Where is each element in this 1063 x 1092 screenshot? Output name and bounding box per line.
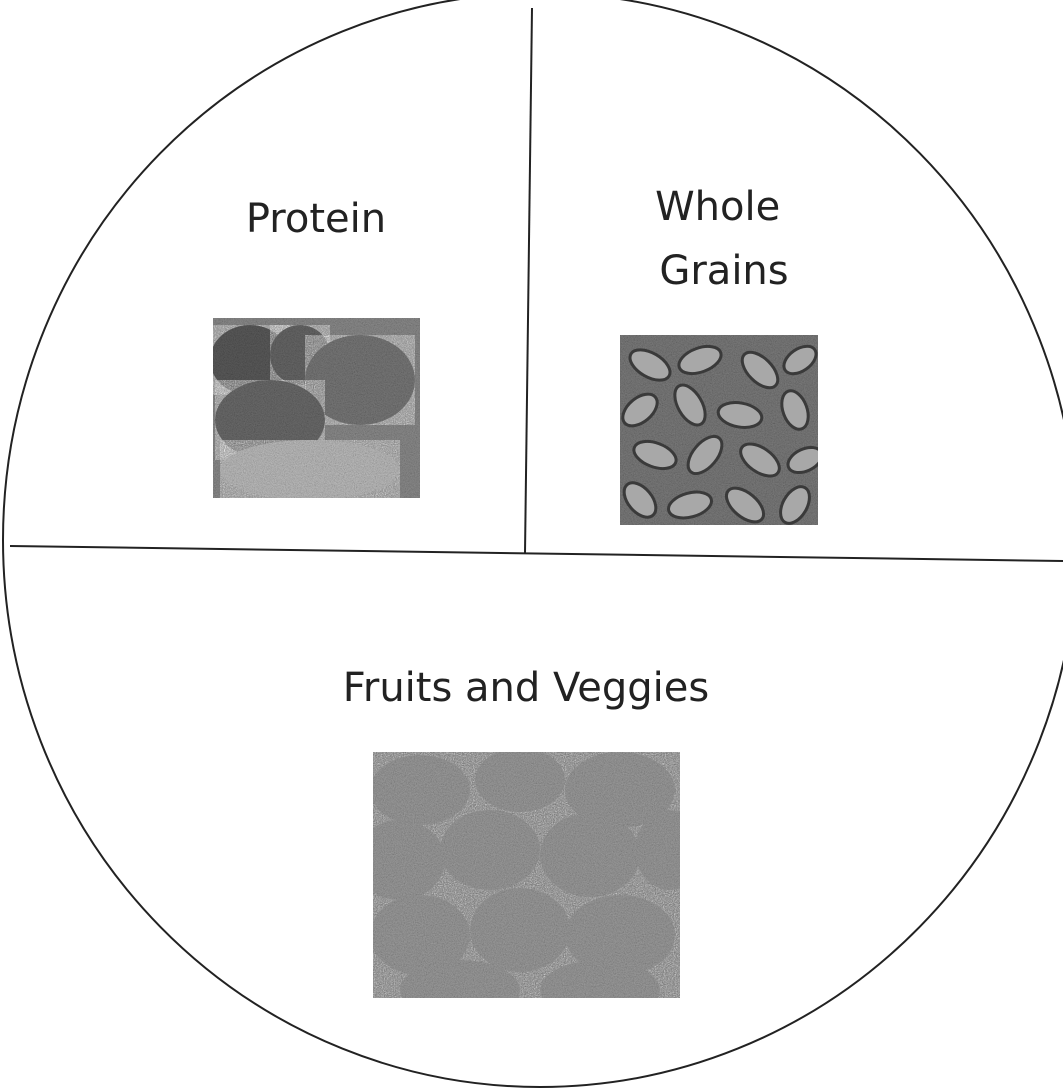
meat-photo xyxy=(210,318,420,500)
protein-label: Protein xyxy=(246,196,386,242)
whole-grains-label: Whole Grains xyxy=(655,184,793,294)
section-whole-grains: Whole Grains xyxy=(617,184,826,528)
produce-photo xyxy=(355,748,705,1020)
divider-horizontal xyxy=(10,546,1063,561)
section-fruits-veggies: Fruits and Veggies xyxy=(343,665,709,1020)
pasta-photo xyxy=(617,335,826,528)
fruits-veggies-label: Fruits and Veggies xyxy=(343,665,709,711)
section-protein: Protein xyxy=(210,196,420,500)
divider-vertical xyxy=(525,8,532,553)
